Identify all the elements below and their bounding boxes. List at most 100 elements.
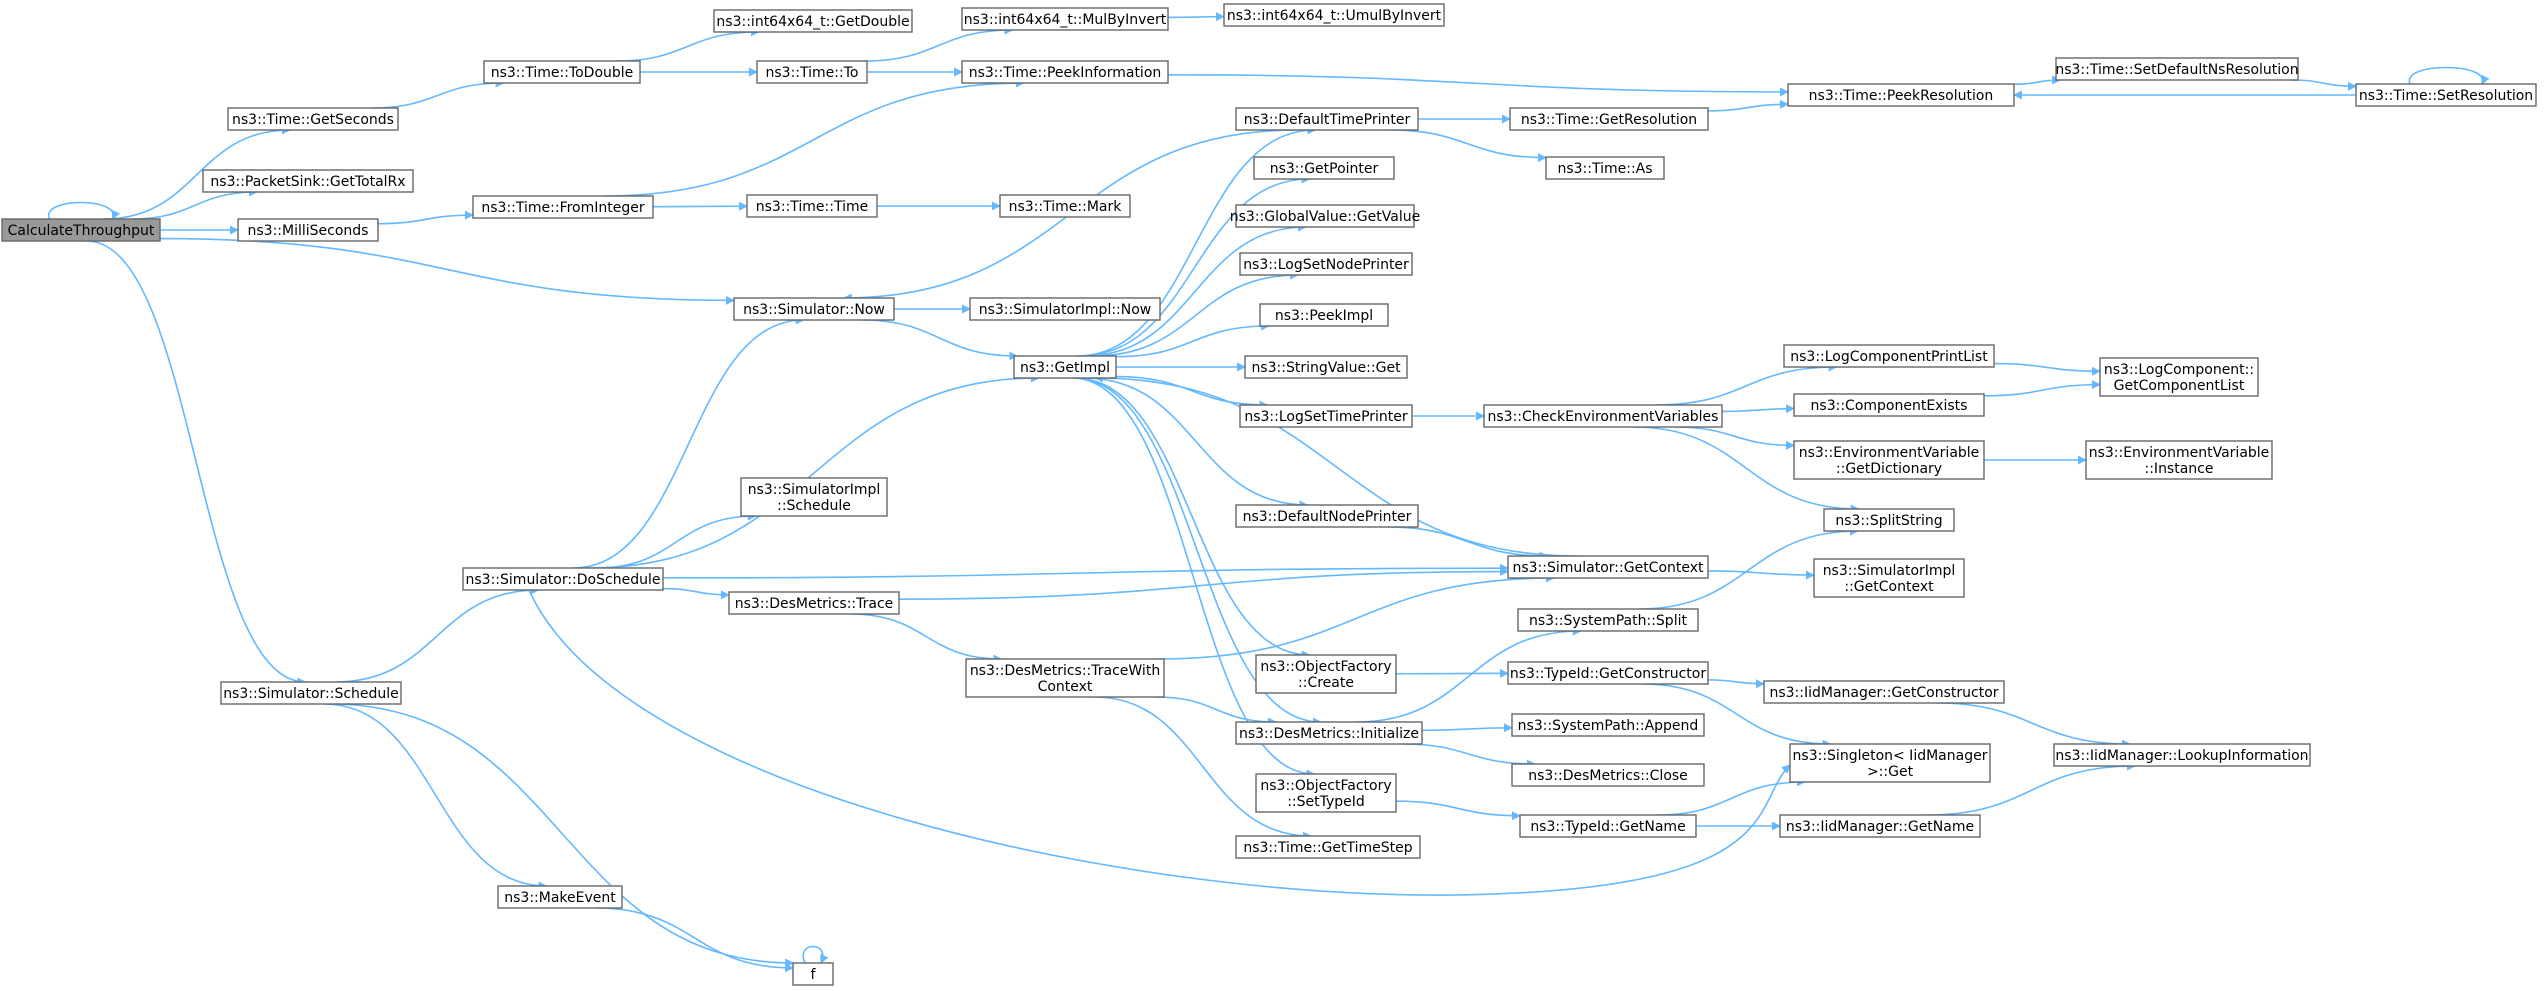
call-edge-getImpl-to-ofSetTypeId <box>1071 377 1316 779</box>
node-label: GetComponentList <box>2114 378 2245 394</box>
node-label: Context <box>1038 679 1093 695</box>
node-label: ns3::SimulatorImpl <box>748 482 881 498</box>
function-node-compExists[interactable]: ns3::ComponentExists <box>1793 393 1985 417</box>
function-node-timeTime[interactable]: ns3::Time::Time <box>746 194 878 218</box>
function-node-simImplNow[interactable]: ns3::SimulatorImpl::Now <box>969 297 1161 321</box>
call-edge-simDoSchedule-to-desTrace <box>662 587 730 600</box>
node-box <box>472 195 654 219</box>
node-label: ::Create <box>1298 675 1354 691</box>
function-node-sysSplit[interactable]: ns3::SystemPath::Split <box>1517 608 1699 632</box>
node-label: ns3::Simulator::GetContext <box>1512 560 1704 576</box>
function-node-tidGetName[interactable]: ns3::TypeId::GetName <box>1519 814 1697 838</box>
function-node-mulByInvert[interactable]: ns3::int64x64_t::MulByInvert <box>961 7 1169 31</box>
node-label: ::Schedule <box>777 498 851 514</box>
node-box <box>1259 303 1389 327</box>
function-node-timeAs[interactable]: ns3::Time::As <box>1545 156 1665 180</box>
function-node-splitString[interactable]: ns3::SplitString <box>1823 508 1955 532</box>
call-edge-defTimePrinter-to-timeAs <box>1389 129 1547 163</box>
function-node-calc[interactable]: CalculateThroughput <box>1 218 161 242</box>
function-node-makeEvent[interactable]: ns3::MakeEvent <box>497 885 623 909</box>
call-edge-simSchedule-to-f <box>330 703 795 968</box>
node-box <box>1793 393 1985 417</box>
function-node-milliSeconds[interactable]: ns3::MilliSeconds <box>237 218 379 242</box>
function-node-tidGetCtor[interactable]: ns3::TypeId::GetConstructor <box>1507 661 1709 685</box>
function-node-iidGetCtor[interactable]: ns3::IidManager::GetConstructor <box>1763 680 2005 704</box>
function-node-logSetTime[interactable]: ns3::LogSetTimePrinter <box>1239 404 1413 428</box>
call-edge-simGetContext-to-simImplGetCtx <box>1707 570 1815 580</box>
function-node-setResolution[interactable]: ns3::Time::SetResolution <box>2355 83 2537 107</box>
function-node-envGetDict[interactable]: ns3::EnvironmentVariable::GetDictionary <box>1793 440 1985 480</box>
function-node-simNow[interactable]: ns3::Simulator::Now <box>733 297 895 321</box>
function-node-peekInfo[interactable]: ns3::Time::PeekInformation <box>961 60 1169 84</box>
function-node-toDouble[interactable]: ns3::Time::ToDouble <box>483 60 641 84</box>
function-node-getDouble[interactable]: ns3::int64x64_t::GetDouble <box>713 9 913 33</box>
node-box <box>1511 713 1705 737</box>
function-node-getTotalRx[interactable]: ns3::PacketSink::GetTotalRx <box>202 169 414 193</box>
node-box <box>961 60 1169 84</box>
function-node-strValGet[interactable]: ns3::StringValue::Get <box>1244 355 1408 379</box>
function-node-simDoSchedule[interactable]: ns3::Simulator::DoSchedule <box>462 567 664 591</box>
function-node-timeMark[interactable]: ns3::Time::Mark <box>999 194 1131 218</box>
node-box <box>728 591 900 615</box>
function-node-gvGetValue[interactable]: ns3::GlobalValue::GetValue <box>1230 204 1420 228</box>
call-edge-milliSeconds-to-fromInteger <box>377 210 474 225</box>
function-node-singletonGet[interactable]: ns3::Singleton< IidManager >::Get <box>1789 743 1991 783</box>
call-edge-compExists-to-logCompGetList <box>1983 380 2101 397</box>
node-label: ns3::IidManager::LookupInformation <box>2055 748 2308 764</box>
node-box <box>227 107 399 131</box>
function-node-getSeconds[interactable]: ns3::Time::GetSeconds <box>227 107 399 131</box>
function-node-iidGetName[interactable]: ns3::IidManager::GetName <box>1779 814 1981 838</box>
function-node-umulByInvert[interactable]: ns3::int64x64_t::UmulByInvert <box>1223 3 1445 27</box>
node-box <box>462 567 664 591</box>
function-node-simGetContext[interactable]: ns3::Simulator::GetContext <box>1507 555 1709 579</box>
function-node-simSchedule[interactable]: ns3::Simulator::Schedule <box>220 681 402 705</box>
function-node-simImplGetCtx[interactable]: ns3::SimulatorImpl::GetContext <box>1813 558 1965 598</box>
function-node-peekRes[interactable]: ns3::Time::PeekResolution <box>1787 83 2015 107</box>
node-box <box>1239 252 1413 276</box>
function-node-getTimeStep[interactable]: ns3::Time::GetTimeStep <box>1235 835 1421 859</box>
node-label: ns3::ObjectFactory <box>1260 778 1391 794</box>
call-edge-tidGetCtor-to-iidGetCtor <box>1707 679 1765 689</box>
node-label: ns3::ObjectFactory <box>1260 659 1391 675</box>
node-box <box>1235 204 1415 228</box>
function-node-checkEnv[interactable]: ns3::CheckEnvironmentVariables <box>1483 404 1723 428</box>
function-node-ofSetTypeId[interactable]: ns3::ObjectFactory::SetTypeId <box>1255 773 1397 813</box>
function-node-getImpl[interactable]: ns3::GetImpl <box>1013 355 1117 379</box>
function-node-fromInteger[interactable]: ns3::Time::FromInteger <box>472 195 654 219</box>
node-box <box>1519 814 1697 838</box>
function-node-desTrace[interactable]: ns3::DesMetrics::Trace <box>728 591 900 615</box>
function-node-envInstance[interactable]: ns3::EnvironmentVariable::Instance <box>2085 440 2273 480</box>
call-edge-simGetContext-to-getImpl <box>1093 373 1579 557</box>
call-edge-calc-to-getSeconds <box>103 125 291 220</box>
node-box <box>1235 721 1423 745</box>
function-node-desClose[interactable]: ns3::DesMetrics::Close <box>1511 763 1705 787</box>
function-node-iidLookup[interactable]: ns3::IidManager::LookupInformation <box>2053 743 2311 767</box>
function-node-getPointer[interactable]: ns3::GetPointer <box>1253 156 1395 180</box>
call-edge-getImpl-to-desInit <box>1072 377 1322 727</box>
function-node-f[interactable]: f <box>792 962 834 986</box>
function-node-setDefaultNsRes[interactable]: ns3::Time::SetDefaultNsResolution <box>2055 57 2299 81</box>
function-node-simImplSchedule[interactable]: ns3::SimulatorImpl::Schedule <box>740 477 888 517</box>
call-edge-iidGetName-to-iidLookup <box>1926 761 2137 816</box>
node-box <box>1253 156 1395 180</box>
function-node-logCompPrint[interactable]: ns3::LogComponentPrintList <box>1783 344 1995 368</box>
node-box <box>1517 608 1699 632</box>
function-node-peekImpl[interactable]: ns3::PeekImpl <box>1259 303 1389 327</box>
node-label: ns3::DefaultNodePrinter <box>1243 509 1412 525</box>
function-node-logSetNode[interactable]: ns3::LogSetNodePrinter <box>1239 252 1413 276</box>
node-label: ns3::Time::SetDefaultNsResolution <box>2055 62 2298 78</box>
function-node-ofCreate[interactable]: ns3::ObjectFactory::Create <box>1255 654 1397 694</box>
node-label: ::GetContext <box>1844 579 1934 595</box>
function-node-logCompGetList[interactable]: ns3::LogComponent::GetComponentList <box>2099 357 2259 397</box>
function-node-defNodePrinter[interactable]: ns3::DefaultNodePrinter <box>1235 504 1419 528</box>
function-node-getResolution[interactable]: ns3::Time::GetResolution <box>1509 107 1709 131</box>
call-edge-ofSetTypeId-to-tidGetName <box>1395 800 1521 821</box>
call-edge-simSchedule-to-makeEvent <box>324 703 548 891</box>
function-node-defTimePrinter[interactable]: ns3::DefaultTimePrinter <box>1235 107 1419 131</box>
function-node-sysAppend[interactable]: ns3::SystemPath::Append <box>1511 713 1705 737</box>
node-label: ns3::Time::To <box>766 65 859 81</box>
function-node-desInit[interactable]: ns3::DesMetrics::Initialize <box>1235 721 1423 745</box>
node-label: CalculateThroughput <box>8 223 155 239</box>
function-node-timeTo[interactable]: ns3::Time::To <box>756 60 868 84</box>
